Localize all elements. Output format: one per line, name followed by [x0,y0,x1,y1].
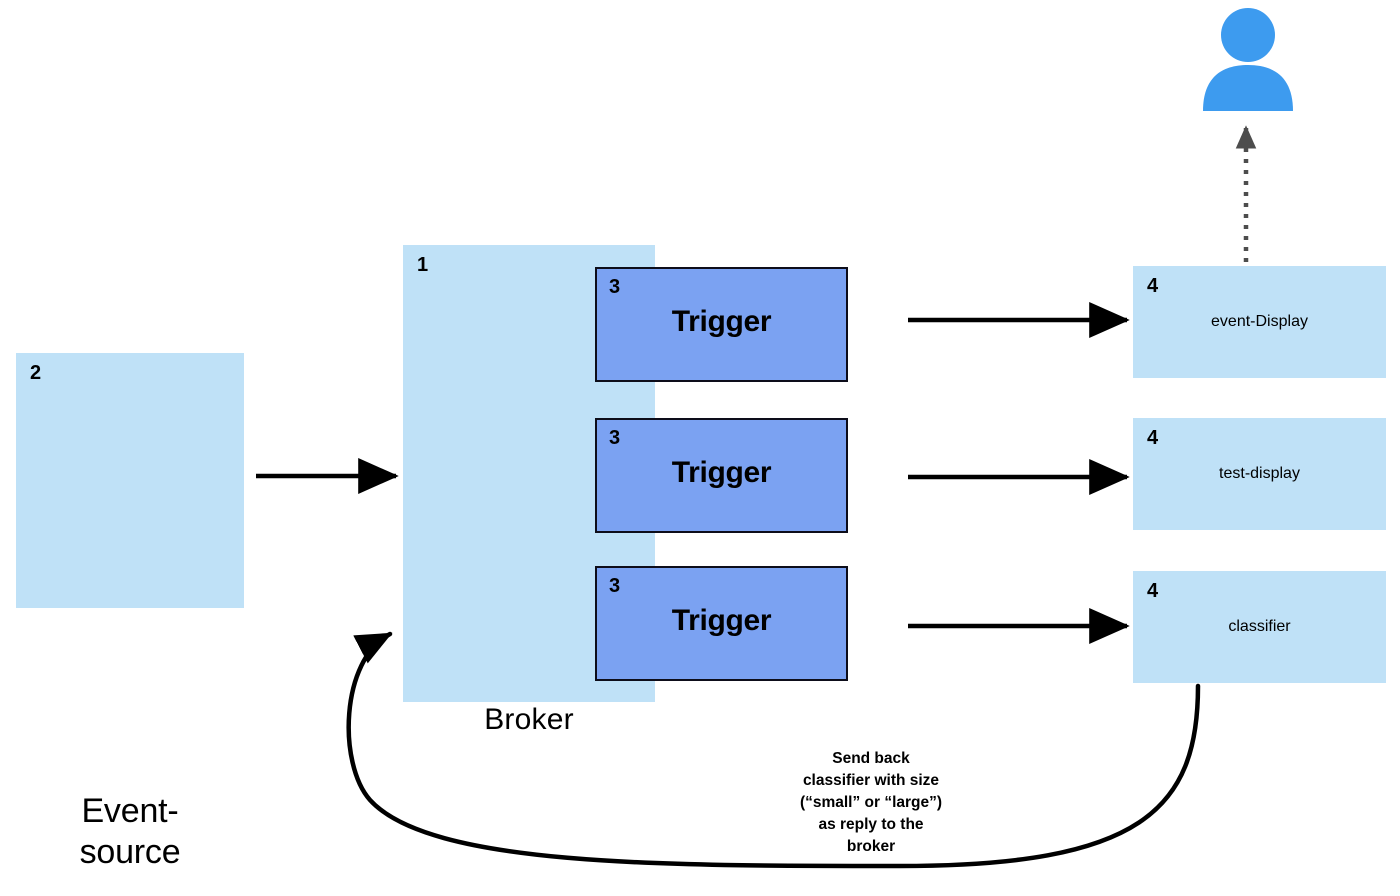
test-display-badge: 4 [1147,427,1158,449]
trigger-badge-2: 3 [609,427,620,449]
event-display-box[interactable]: 4 event-Display [1133,266,1386,378]
event-source-box[interactable]: 2 Event-source [16,353,244,871]
event-source-label-line1: Event- [81,792,179,830]
test-display-label: test-display [1219,465,1300,482]
trigger-label-1: Trigger [671,305,772,338]
trigger-label-2: Trigger [671,456,772,489]
classifier-badge: 4 [1147,580,1158,602]
event-display-badge: 4 [1147,275,1158,297]
event-display-label: event-Display [1211,313,1308,330]
reply-note-label: Send back classifier with size (“small” … [799,750,943,855]
event-source-label: Event-source [16,791,244,874]
event-source-label-line2: source [79,833,181,872]
person-icon [1203,8,1293,111]
test-display-box[interactable]: 4 test-display [1133,418,1386,530]
event-source-badge: 2 [30,362,41,384]
trigger-label-3: Trigger [671,604,772,637]
classifier-label: classifier [1228,618,1291,635]
classifier-box[interactable]: 4 classifier [1133,571,1386,683]
broker-badge: 1 [417,254,428,276]
trigger-box-2[interactable]: 3 Trigger [595,418,848,533]
trigger-badge-3: 3 [609,575,620,597]
trigger-badge-1: 3 [609,276,620,298]
trigger-box-3[interactable]: 3 Trigger [595,566,848,681]
broker-label: Broker [484,703,574,736]
trigger-box-1[interactable]: 3 Trigger [595,267,848,382]
